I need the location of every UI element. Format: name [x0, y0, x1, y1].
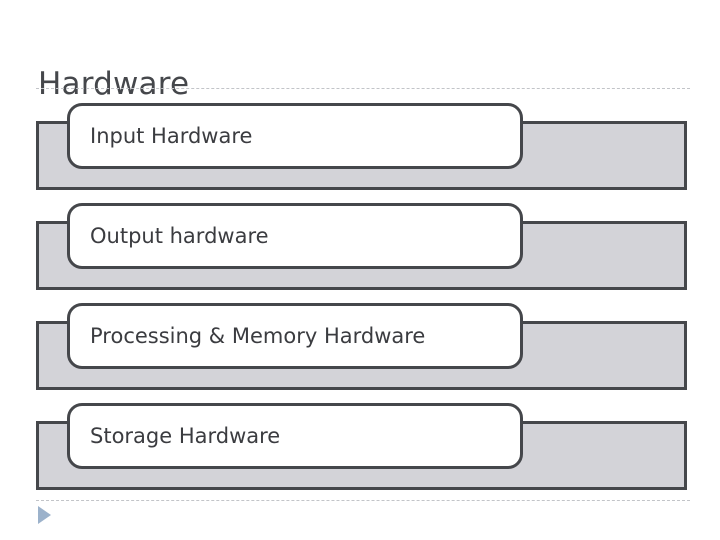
diagram-row-box[interactable]: Output hardware [67, 203, 523, 269]
diagram-row-label: Input Hardware [90, 124, 253, 148]
diagram-row[interactable]: Storage Hardware [0, 403, 720, 491]
diagram-row[interactable]: Output hardware [0, 203, 720, 291]
diagram-row-label: Processing & Memory Hardware [90, 324, 426, 348]
diagram-row-box[interactable]: Input Hardware [67, 103, 523, 169]
diagram-row-label: Output hardware [90, 224, 269, 248]
diagram-row-label: Storage Hardware [90, 424, 281, 448]
diagram-row[interactable]: Input Hardware [0, 103, 720, 191]
diagram-row[interactable]: Processing & Memory Hardware [0, 303, 720, 391]
footer-divider-bottom [36, 500, 690, 501]
diagram-row-box[interactable]: Storage Hardware [67, 403, 523, 469]
page-title: Hardware [38, 65, 190, 102]
title-divider-top [36, 88, 690, 89]
play-triangle-icon[interactable] [38, 506, 51, 524]
diagram-row-box[interactable]: Processing & Memory Hardware [67, 303, 523, 369]
